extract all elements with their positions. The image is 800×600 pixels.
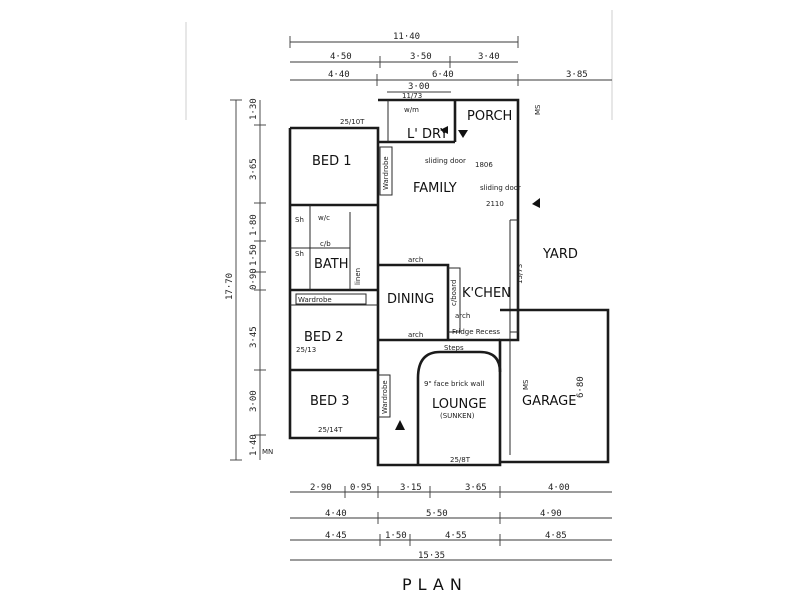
entry-arrow-icon	[395, 420, 405, 430]
bottom-dimensions: 2·90 0·95 3·15 3·65 4·00 4·40 5·50 4·90 …	[290, 483, 612, 561]
dim-top-2: 3·50	[410, 52, 432, 62]
room-porch: PORCH	[467, 109, 512, 124]
note-fridge: Fridge Recess	[452, 328, 500, 336]
note-door-code1: 1806	[475, 161, 493, 169]
walls	[288, 98, 610, 467]
room-lounge: LOUNGE	[432, 397, 487, 412]
wardrobe-bed2-box	[295, 293, 367, 305]
dim-bottom-1: 2·90	[310, 483, 332, 493]
left-dimensions: 17·70 1·30 3·65 1·80 1·50 0·90 3·45 3·00…	[225, 98, 266, 461]
note-linen: linen	[354, 268, 362, 285]
note-wc: w/c	[318, 214, 330, 222]
room-garage: GARAGE	[522, 394, 576, 409]
dim-left-5: 0·90	[249, 268, 259, 290]
dim-bottom-10: 1·50	[385, 531, 407, 541]
dim-garage: 6·80	[576, 376, 586, 398]
note-arch2: arch	[455, 312, 470, 320]
note-cb: c/b	[320, 240, 331, 248]
dim-top-7: 3·00	[408, 82, 430, 92]
room-bed3: BED 3	[310, 394, 350, 409]
room-kitchen: K'CHEN	[462, 286, 511, 301]
dim-top-3: 3·40	[478, 52, 500, 62]
dim-top-5: 6·40	[432, 70, 454, 80]
note-sliding-door2: sliding door	[480, 184, 521, 192]
dim-bottom-6: 4·40	[325, 509, 347, 519]
note-mn: MN	[262, 448, 273, 456]
dim-top-4: 4·40	[328, 70, 350, 80]
room-bed1: BED 1	[312, 154, 352, 169]
note-window-top: 11/73	[402, 92, 422, 100]
dim-left-overall: 17·70	[225, 273, 235, 300]
note-window-bed3: 25/14T	[318, 426, 343, 434]
note-wardrobe-bed2: Wardrobe	[298, 296, 332, 304]
note-brick-wall: 9" face brick wall	[424, 380, 484, 388]
note-steps: Steps	[444, 344, 464, 352]
dim-bottom-5: 4·00	[548, 483, 570, 493]
wardrobe-bed1-box	[379, 146, 393, 196]
note-window-lounge: 25/8T	[450, 456, 471, 464]
dim-left-6: 3·45	[249, 326, 259, 348]
dim-bottom-2: 0·95	[350, 483, 372, 493]
dim-bottom-overall: 15·35	[418, 551, 445, 561]
dim-left-4: 1·50	[249, 244, 259, 266]
note-cupboard: c/board	[450, 280, 458, 306]
note-wm: w/m	[404, 106, 419, 114]
room-family: FAMILY	[413, 181, 457, 196]
room-lounge-sub: (SUNKEN)	[440, 412, 475, 420]
plan-title: PLAN	[402, 575, 468, 594]
dim-top-6: 3·85	[566, 70, 588, 80]
note-window-bed1: 25/10T	[340, 118, 365, 126]
dim-left-7: 3·00	[249, 390, 259, 412]
wardrobe-bed3-box	[377, 374, 391, 418]
note-sh: Sh	[295, 216, 304, 224]
dim-bottom-12: 4·85	[545, 531, 567, 541]
dim-left-1: 1·30	[249, 98, 259, 120]
dim-left-8: 1·40	[249, 434, 259, 456]
dim-bottom-8: 4·90	[540, 509, 562, 519]
dim-top-overall: 11·40	[393, 32, 420, 42]
dim-left-2: 3·65	[249, 158, 259, 180]
dim-left-3: 1·80	[249, 214, 259, 236]
dim-bottom-11: 4·55	[445, 531, 467, 541]
arrow-icon	[440, 126, 448, 134]
note-sliding-door1: sliding door	[425, 157, 466, 165]
room-bath: BATH	[314, 257, 349, 272]
arrow-down-icon	[458, 130, 468, 138]
dim-bottom-7: 5·50	[426, 509, 448, 519]
note-ms: MS	[534, 104, 542, 115]
top-dimensions: 11·40 4·50 3·50 3·40 4·40 6·40 3·85 3·00	[289, 32, 612, 93]
note-arch3: arch	[408, 331, 423, 339]
note-arch1: arch	[408, 256, 423, 264]
dim-bottom-9: 4·45	[325, 531, 347, 541]
dim-top-1: 4·50	[330, 52, 352, 62]
dim-bottom-4: 3·65	[465, 483, 487, 493]
room-dining: DINING	[387, 292, 434, 307]
room-bed2: BED 2	[304, 330, 344, 345]
note-wardrobe-bed3: Wardrobe	[381, 380, 389, 414]
arrow-left-icon	[532, 198, 540, 208]
note-ms2: MS	[522, 379, 530, 390]
note-window-kitchen: 15/73	[516, 264, 524, 284]
dim-bottom-3: 3·15	[400, 483, 422, 493]
room-yard: YARD	[542, 247, 578, 262]
room-laundry: L' DRY	[407, 127, 448, 142]
note-wardrobe-bed1: Wardrobe	[382, 156, 390, 190]
note-sh2: Sh	[295, 250, 304, 258]
note-window-bed2: 25/13	[296, 346, 316, 354]
note-door-code2: 2110	[486, 200, 504, 208]
